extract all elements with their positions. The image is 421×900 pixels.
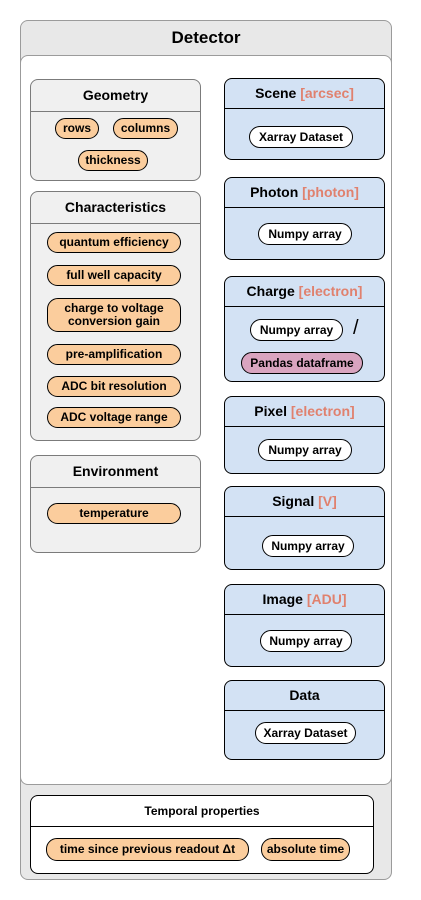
environment-title: Environment [72,463,159,479]
divider [31,826,373,827]
temporal-properties-title: Temporal properties [144,804,260,818]
bucket-unit: [electron] [290,403,355,419]
attribute-adc-bit-resolution: ADC bit resolution [47,376,181,397]
data-bucket: Data Xarray Dataset [224,680,385,760]
datatype-xarray-dataset: Xarray Dataset [255,722,356,744]
scene-bucket: Scene [arcsec] Xarray Dataset [224,78,385,160]
characteristics-group: Characteristics quantum efficiency full … [30,191,201,441]
characteristics-title: Characteristics [64,199,167,215]
divider [31,223,200,224]
datatype-numpy-array: Numpy array [262,535,354,557]
datatype-pandas-dataframe: Pandas dataframe [241,352,363,374]
bucket-title: Image [ADU] [225,585,384,614]
or-separator: / [353,317,359,339]
attribute-thickness: thickness [78,150,148,171]
detector-title: Detector [171,28,241,47]
attribute-time-since-previous-readout: time since previous readout Δt [46,838,249,861]
attribute-pre-amplification: pre-amplification [47,344,181,365]
divider [225,426,384,427]
divider [31,487,200,488]
divider [225,306,384,307]
bucket-name: Charge [246,283,295,299]
geometry-group: Geometry rows columns thickness [30,79,201,181]
bucket-unit: [arcsec] [300,85,354,101]
attribute-absolute-time: absolute time [261,838,350,861]
charge-bucket: Charge [electron] Numpy array / Pandas d… [224,276,385,382]
signal-bucket: Signal [V] Numpy array [224,486,385,570]
bucket-title: Data [225,681,384,710]
bucket-name: Pixel [254,403,287,419]
bucket-name: Scene [255,85,297,101]
bucket-title: Photon [photon] [225,178,384,207]
pixel-bucket: Pixel [electron] Numpy array [224,396,385,474]
divider [225,614,384,615]
attribute-temperature: temperature [47,503,181,524]
attribute-charge-to-voltage-gain: charge to voltage conversion gain [47,298,181,332]
datatype-xarray-dataset: Xarray Dataset [249,126,353,148]
environment-group: Environment temperature [30,455,201,553]
datatype-numpy-array: Numpy array [258,439,352,461]
bucket-title: Pixel [electron] [225,397,384,426]
attribute-columns: columns [113,118,178,139]
divider [225,207,384,208]
datatype-numpy-array: Numpy array [258,223,352,245]
datatype-numpy-array: Numpy array [260,630,352,652]
bucket-name: Photon [250,184,299,200]
attribute-full-well-capacity: full well capacity [47,265,181,286]
bucket-unit: [electron] [298,283,363,299]
bucket-unit: [V] [318,493,337,509]
attribute-adc-voltage-range: ADC voltage range [47,407,181,428]
bucket-title: Charge [electron] [225,277,384,306]
divider [31,111,200,112]
bucket-title: Signal [V] [225,487,384,516]
bucket-title: Scene [arcsec] [225,79,384,108]
image-bucket: Image [ADU] Numpy array [224,584,385,667]
bucket-name: Data [289,687,320,703]
attribute-rows: rows [55,118,99,139]
datatype-numpy-array: Numpy array [250,319,343,341]
geometry-title: Geometry [82,87,149,103]
divider [225,108,384,109]
divider [225,516,384,517]
bucket-name: Signal [272,493,315,509]
bucket-name: Image [262,591,303,607]
bucket-unit: [ADU] [306,591,347,607]
temporal-properties-group: Temporal properties time since previous … [30,795,374,874]
photon-bucket: Photon [photon] Numpy array [224,177,385,260]
divider [225,710,384,711]
bucket-unit: [photon] [302,184,359,200]
attribute-quantum-efficiency: quantum efficiency [47,232,181,253]
